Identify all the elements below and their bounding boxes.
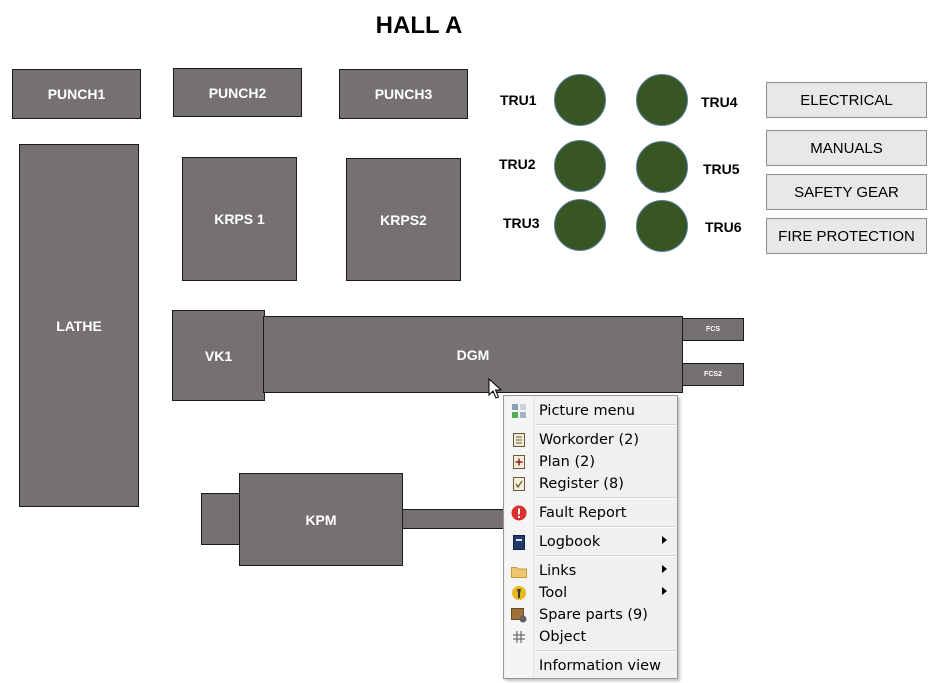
machine-fcs2[interactable]: FCS2: [682, 363, 744, 386]
menu-item-fault-report[interactable]: Fault Report: [505, 502, 677, 524]
information-view-label: Information view: [539, 658, 661, 674]
spare-parts-icon: [511, 607, 527, 623]
menu-item-plan[interactable]: Plan (2): [505, 451, 677, 473]
machine-tru4[interactable]: [636, 74, 688, 126]
machine-tru2[interactable]: [554, 140, 606, 192]
menu-separator: [536, 424, 676, 426]
menu-item-register[interactable]: Register (8): [505, 473, 677, 495]
machine-punch1[interactable]: PUNCH1: [12, 69, 141, 119]
fire-protection-button[interactable]: FIRE PROTECTION: [766, 218, 927, 254]
machine-tru3[interactable]: [554, 199, 606, 251]
menu-separator: [536, 650, 676, 652]
links-label: Links: [539, 563, 577, 579]
menu-item-object[interactable]: Object: [505, 626, 677, 648]
hall-title: HALL A: [375, 12, 463, 39]
menu-item-tool[interactable]: Tool: [505, 582, 677, 604]
folder-icon: [511, 563, 527, 579]
mouse-cursor-icon: [488, 377, 503, 405]
tool-label: Tool: [539, 585, 568, 601]
menu-item-information-view[interactable]: Information view: [505, 655, 677, 677]
tru5-label: TRU5: [703, 161, 740, 177]
machine-lathe[interactable]: LATHE: [19, 144, 139, 507]
safety-gear-button[interactable]: SAFETY GEAR: [766, 174, 927, 210]
logbook-label: Logbook: [539, 534, 601, 550]
machine-fcs[interactable]: FCS: [682, 318, 744, 341]
tru6-label: TRU6: [705, 219, 742, 235]
menu-separator: [536, 555, 676, 557]
electrical-button[interactable]: ELECTRICAL: [766, 82, 927, 118]
object-label: Object: [539, 629, 587, 645]
register-label: Register (8): [539, 476, 624, 492]
menu-item-links[interactable]: Links: [505, 560, 677, 582]
menu-item-picture-menu[interactable]: Picture menu: [505, 400, 677, 422]
tool-icon: [511, 585, 527, 601]
spare-parts-label: Spare parts (9): [539, 607, 648, 623]
register-icon: [511, 476, 527, 492]
tru2-label: TRU2: [499, 156, 536, 172]
kpm-conveyor[interactable]: [402, 509, 507, 529]
machine-tru5[interactable]: [636, 141, 688, 193]
machine-tru6[interactable]: [636, 200, 688, 252]
kpm-left-block[interactable]: [201, 493, 241, 545]
tru4-label: TRU4: [701, 94, 738, 110]
machine-tru1[interactable]: [554, 74, 606, 126]
menu-item-logbook[interactable]: Logbook: [505, 531, 677, 553]
submenu-arrow-icon: [662, 536, 667, 544]
plan-label: Plan (2): [539, 454, 595, 470]
machine-krps2[interactable]: KRPS2: [346, 158, 461, 281]
menu-item-workorder[interactable]: Workorder (2): [505, 429, 677, 451]
tru3-label: TRU3: [503, 215, 540, 231]
submenu-arrow-icon: [662, 565, 667, 573]
menu-item-spare-parts[interactable]: Spare parts (9): [505, 604, 677, 626]
submenu-arrow-icon: [662, 587, 667, 595]
fault-report-label: Fault Report: [539, 505, 627, 521]
fault-report-icon: [511, 505, 527, 521]
context-menu: Picture menu Workorder (2) Plan (2) Regi…: [503, 395, 678, 679]
machine-punch2[interactable]: PUNCH2: [173, 68, 302, 117]
menu-separator: [536, 497, 676, 499]
machine-dgm[interactable]: DGM: [263, 316, 683, 393]
machine-punch3[interactable]: PUNCH3: [339, 69, 468, 119]
machine-vk1[interactable]: VK1: [172, 310, 265, 401]
workorder-icon: [511, 432, 527, 448]
tru1-label: TRU1: [500, 92, 537, 108]
workorder-label: Workorder (2): [539, 432, 640, 448]
logbook-icon: [511, 534, 527, 550]
object-icon: [511, 629, 527, 645]
menu-separator: [536, 526, 676, 528]
machine-krps1[interactable]: KRPS 1: [182, 157, 297, 281]
plan-icon: [511, 454, 527, 470]
manuals-button[interactable]: MANUALS: [766, 130, 927, 166]
picture-menu-icon: [511, 403, 527, 419]
picture-menu-label: Picture menu: [539, 403, 635, 419]
machine-kpm[interactable]: KPM: [239, 473, 403, 566]
